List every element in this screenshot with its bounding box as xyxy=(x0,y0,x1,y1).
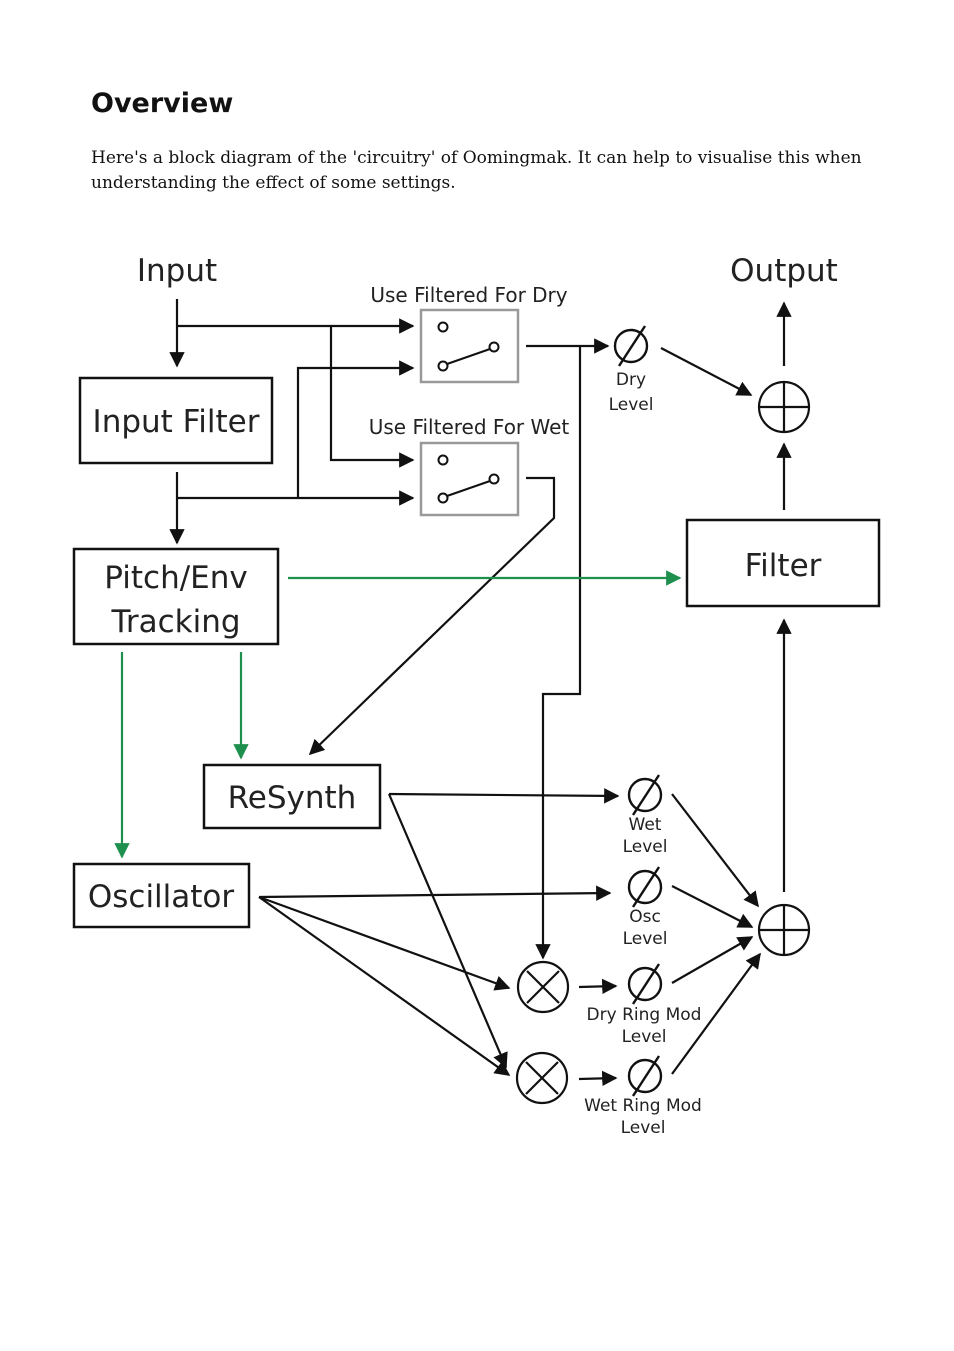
resynth-block xyxy=(202,763,382,830)
dry-ring-multiplier xyxy=(516,960,570,1014)
osc-level-label-2: Level xyxy=(623,929,668,949)
osc-level-knob xyxy=(627,866,663,908)
filter-label: Filter xyxy=(745,548,822,584)
osc-level-label-1: Osc xyxy=(629,907,661,927)
dry-wires xyxy=(526,338,753,960)
input-label: Input xyxy=(137,253,217,289)
pitch-env-tracking-block xyxy=(72,547,280,646)
wet-wire xyxy=(308,476,556,756)
dry-level-label-1: Dry xyxy=(616,370,646,390)
pitch-env-label-1: Pitch/Env xyxy=(104,560,248,596)
output-label: Output xyxy=(730,253,838,289)
switch-dry-label: Use Filtered For Dry xyxy=(370,283,567,307)
switch-wet xyxy=(419,441,520,517)
pitch-env-label-2: Tracking xyxy=(110,604,240,640)
input-filter-label: Input Filter xyxy=(93,404,260,440)
synth-wires xyxy=(258,788,620,1076)
page-title: Overview xyxy=(91,88,234,119)
mix-sum xyxy=(757,903,811,957)
oscillator-block xyxy=(72,862,251,929)
wet-level-label-1: Wet xyxy=(629,815,662,835)
wet-level-label-2: Level xyxy=(623,837,668,857)
wet-level-knob xyxy=(627,774,663,816)
dry-level-label-2: Level xyxy=(609,395,654,415)
wet-ring-mod-label-2: Level xyxy=(621,1118,666,1138)
switch-wet-label: Use Filtered For Wet xyxy=(369,415,570,439)
filter-block xyxy=(685,518,881,608)
switch-dry xyxy=(419,308,520,384)
resynth-label: ReSynth xyxy=(228,780,357,816)
input-filter-block xyxy=(78,376,274,465)
mix-wires xyxy=(671,793,761,1075)
wet-ring-multiplier xyxy=(515,1051,569,1105)
wet-ring-mod-label-1: Wet Ring Mod xyxy=(584,1096,702,1116)
filtered-wires xyxy=(169,360,415,545)
wet-ring-mod-level-knob xyxy=(627,1055,663,1097)
dry-ring-mod-label-1: Dry Ring Mod xyxy=(587,1005,702,1025)
control-wires xyxy=(114,570,682,859)
oscillator-label: Oscillator xyxy=(88,879,235,915)
input-wires xyxy=(169,299,415,468)
output-sum xyxy=(757,380,811,434)
dry-ring-mod-label-2: Level xyxy=(622,1027,667,1047)
dry-ring-mod-level-knob xyxy=(627,963,663,1005)
ring-wires xyxy=(578,978,618,1087)
intro-paragraph: Here's a block diagram of the 'circuitry… xyxy=(91,148,862,193)
dry-level-knob xyxy=(613,325,649,367)
